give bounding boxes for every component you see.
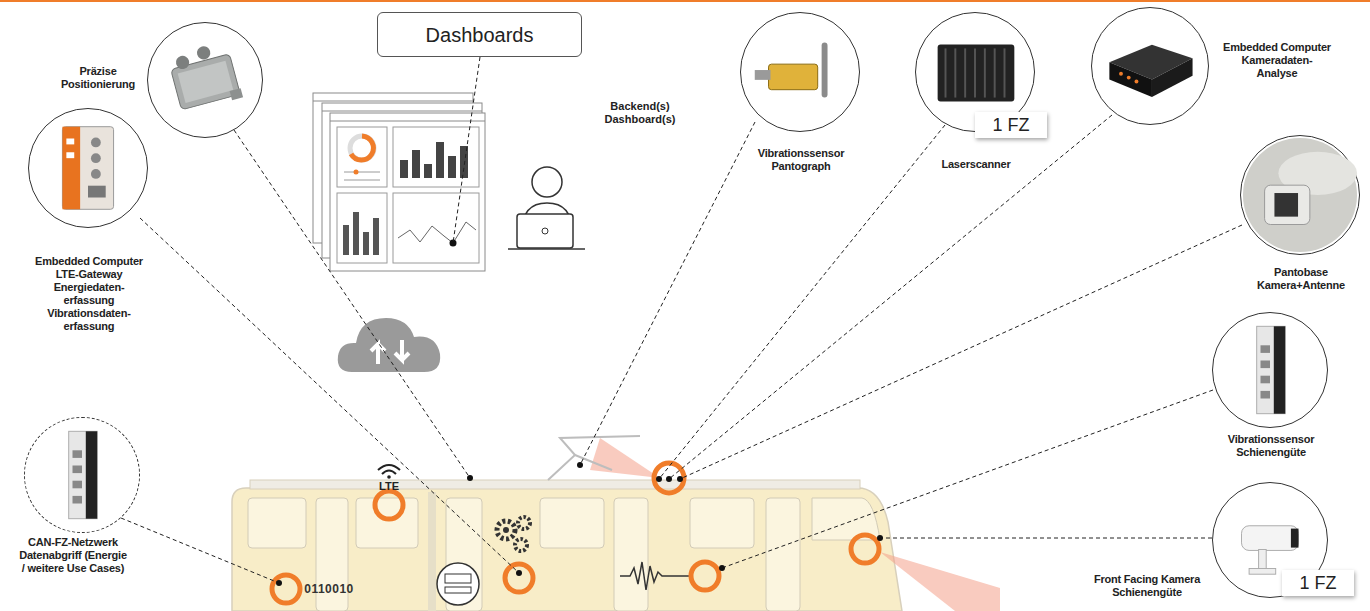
device-circle: Embedded ComputerLTE-GatewayEnergiedaten… (28, 108, 148, 228)
device-icon (741, 13, 859, 131)
text-group: Embedded ComputerKameradaten- Analyse (1221, 41, 1333, 80)
device-icon (25, 418, 139, 532)
fleet-tag: 1 FZ (1282, 570, 1354, 596)
box-title: Dashboards (426, 23, 534, 47)
device-icon (148, 23, 262, 137)
device-icon (29, 109, 147, 227)
device-label: Embedded Computer (1221, 41, 1333, 54)
device-circle: Vibrationssensor Schienengüte (1212, 312, 1328, 428)
device-label: Pantobase Kamera+Antenne (1241, 266, 1361, 292)
device-icon (1241, 136, 1359, 254)
device-circle: CAN-FZ-Netzwerk Datenabgriff (Energie / … (24, 417, 140, 533)
device-label: Front Facing Kamera Schienengüte (1083, 573, 1211, 599)
device-label: Vibrationsdaten- erfassung (29, 307, 149, 333)
device-circle: Embedded ComputerKameradaten- Analyse (1091, 7, 1209, 125)
device-label: Vibrationssensor Pantograph (741, 147, 861, 173)
text-group: Front Facing Kamera Schienengüte (1083, 573, 1211, 599)
text-group: Vibrationssensor Schienengüte (1213, 433, 1329, 459)
text-group: Laserscanner (916, 158, 1036, 171)
device-icon (1092, 8, 1208, 124)
device-label: Energiedaten- erfassung (29, 281, 149, 307)
device-circle: Vibrationssensor Pantograph (740, 12, 860, 132)
device-circle: Präzise Positionierung (147, 22, 263, 138)
binary-label: 0110010 (296, 583, 362, 596)
text-group: Vibrationssensor Pantograph (741, 147, 861, 173)
dashboards-box: Dashboards (377, 12, 582, 57)
device-label: CAN-FZ-Netzwerk Datenabgriff (Energie / … (19, 536, 127, 575)
lte-label: LTE (372, 480, 406, 493)
device-circle: Pantobase Kamera+Antenne (1240, 135, 1360, 255)
device-label: Embedded Computer (29, 255, 149, 268)
device-label: Kameradaten- Analyse (1221, 54, 1333, 80)
text-group: CAN-FZ-Netzwerk Datenabgriff (Energie / … (19, 536, 127, 575)
text-group: Dashboards (426, 23, 534, 47)
device-icon (1213, 313, 1327, 427)
text-group: Embedded ComputerLTE-GatewayEnergiedaten… (29, 255, 149, 333)
device-label: LTE-Gateway (29, 268, 149, 281)
device-label: Vibrationssensor Schienengüte (1213, 433, 1329, 459)
text-group: Pantobase Kamera+Antenne (1241, 266, 1361, 292)
fleet-tag: 1 FZ (975, 112, 1047, 138)
device-label: Laserscanner (916, 158, 1036, 171)
text-group: Präzise Positionierung (49, 65, 147, 91)
device-label: Präzise Positionierung (49, 65, 147, 91)
backend-label: Backend(s) Dashboard(s) (594, 100, 686, 126)
